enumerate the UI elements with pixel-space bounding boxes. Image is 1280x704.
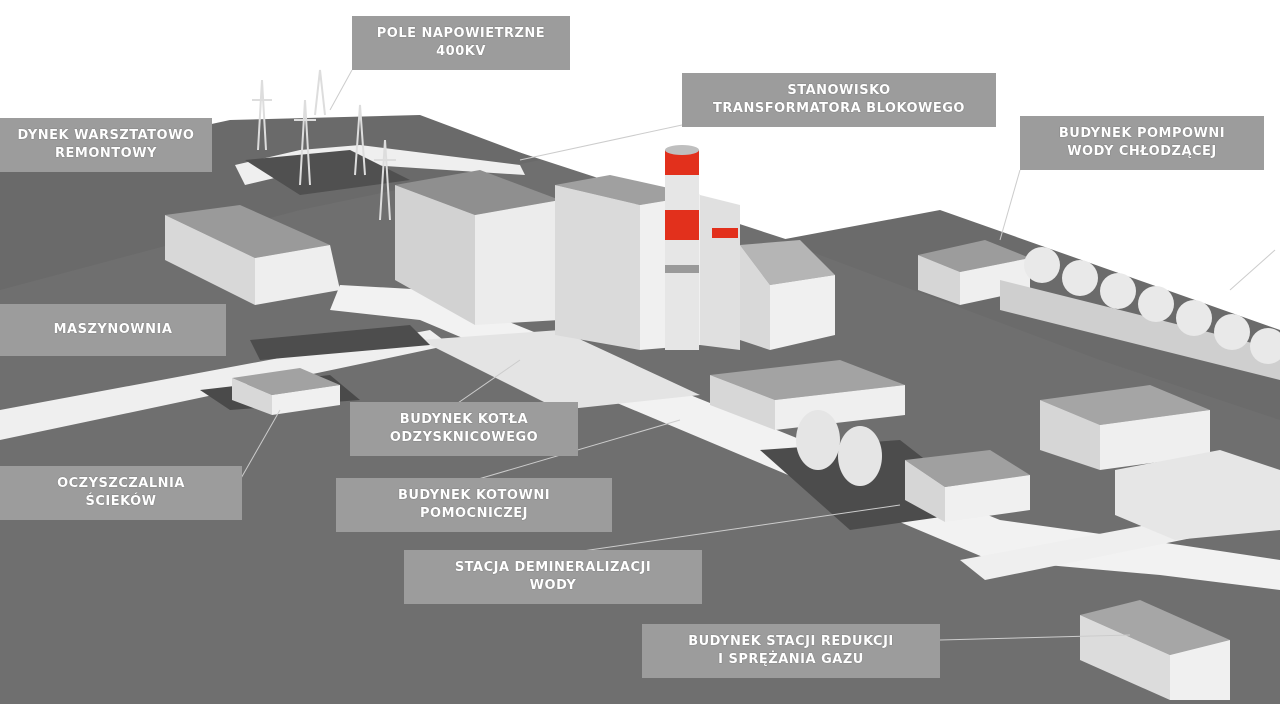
label-pole-napowietrzne: POLE NAPOWIETRZNE 400KV xyxy=(352,16,570,70)
road-plaza xyxy=(420,330,700,410)
building-warsztat xyxy=(165,205,340,305)
label-kotla: BUDYNEK KOTŁA ODZYSKNICOWEGO xyxy=(350,402,578,456)
label-warsztat: DYNEK WARSZTATOWO REMONTOWY xyxy=(0,118,212,172)
leader-lines xyxy=(239,69,1276,641)
chimney xyxy=(665,145,699,350)
label-maszynownia: MASZYNOWNIA xyxy=(0,304,226,356)
building-pompownia xyxy=(918,240,1030,305)
label-line: ODZYSKNICOWEGO xyxy=(389,430,539,445)
label-line: REMONTOWY xyxy=(55,146,157,161)
label-line: WODY CHŁODZĄCEJ xyxy=(1067,144,1217,159)
label-line: 400KV xyxy=(436,44,486,59)
label-line: BUDYNEK STACJI REDUKCJI xyxy=(688,634,894,649)
label-line: OCZYSZCZALNIA xyxy=(57,476,185,491)
label-pompownia: BUDYNEK POMPOWNI WODY CHŁODZĄCEJ xyxy=(1020,116,1264,170)
label-stanowisko: STANOWISKO TRANSFORMATORA BLOKOWEGO xyxy=(682,73,996,127)
transmission-towers xyxy=(252,69,396,221)
pad-dark-1 xyxy=(250,325,430,360)
label-line: BUDYNEK KOTŁA xyxy=(399,412,529,427)
label-line: ŚCIEKÓW xyxy=(85,494,157,509)
label-line: WODY xyxy=(529,578,577,593)
tanks xyxy=(796,410,882,486)
pad-dark-4 xyxy=(245,150,410,195)
label-kotowni: BUDYNEK KOTOWNI POMOCNICZEJ xyxy=(336,478,612,532)
label-line: BUDYNEK POMPOWNI xyxy=(1058,126,1226,141)
label-line: STACJA DEMINERALIZACJI xyxy=(454,560,652,575)
label-line: DYNEK WARSZTATOWO xyxy=(17,128,195,143)
building-oczyszczalnia xyxy=(232,368,340,415)
label-redukcji: BUDYNEK STACJI REDUKCJI I SPRĘŻANIA GAZU xyxy=(642,624,940,678)
label-line: MASZYNOWNIA xyxy=(53,322,173,337)
road-left xyxy=(0,330,450,440)
cooling-towers xyxy=(1000,247,1280,380)
label-line: BUDYNEK KOTOWNI xyxy=(397,488,551,503)
label-line: TRANSFORMATORA BLOKOWEGO xyxy=(713,101,965,116)
label-line: POLE NAPOWIETRZNE xyxy=(376,26,546,41)
building-maszynownia xyxy=(395,170,560,325)
label-line: STANOWISKO xyxy=(787,83,891,98)
label-line: I SPRĘŻANIA GAZU xyxy=(718,652,864,667)
label-oczyszczalnia: OCZYSZCZALNIA ŚCIEKÓW xyxy=(0,466,242,520)
label-stacja-demineralizacji: STACJA DEMINERALIZACJI WODY xyxy=(404,550,702,604)
building-demineralizacja xyxy=(905,450,1030,522)
building-right-block xyxy=(1040,385,1280,540)
label-line: POMOCNICZEJ xyxy=(419,506,528,521)
building-redukcji xyxy=(1080,600,1230,700)
building-side xyxy=(700,195,835,350)
